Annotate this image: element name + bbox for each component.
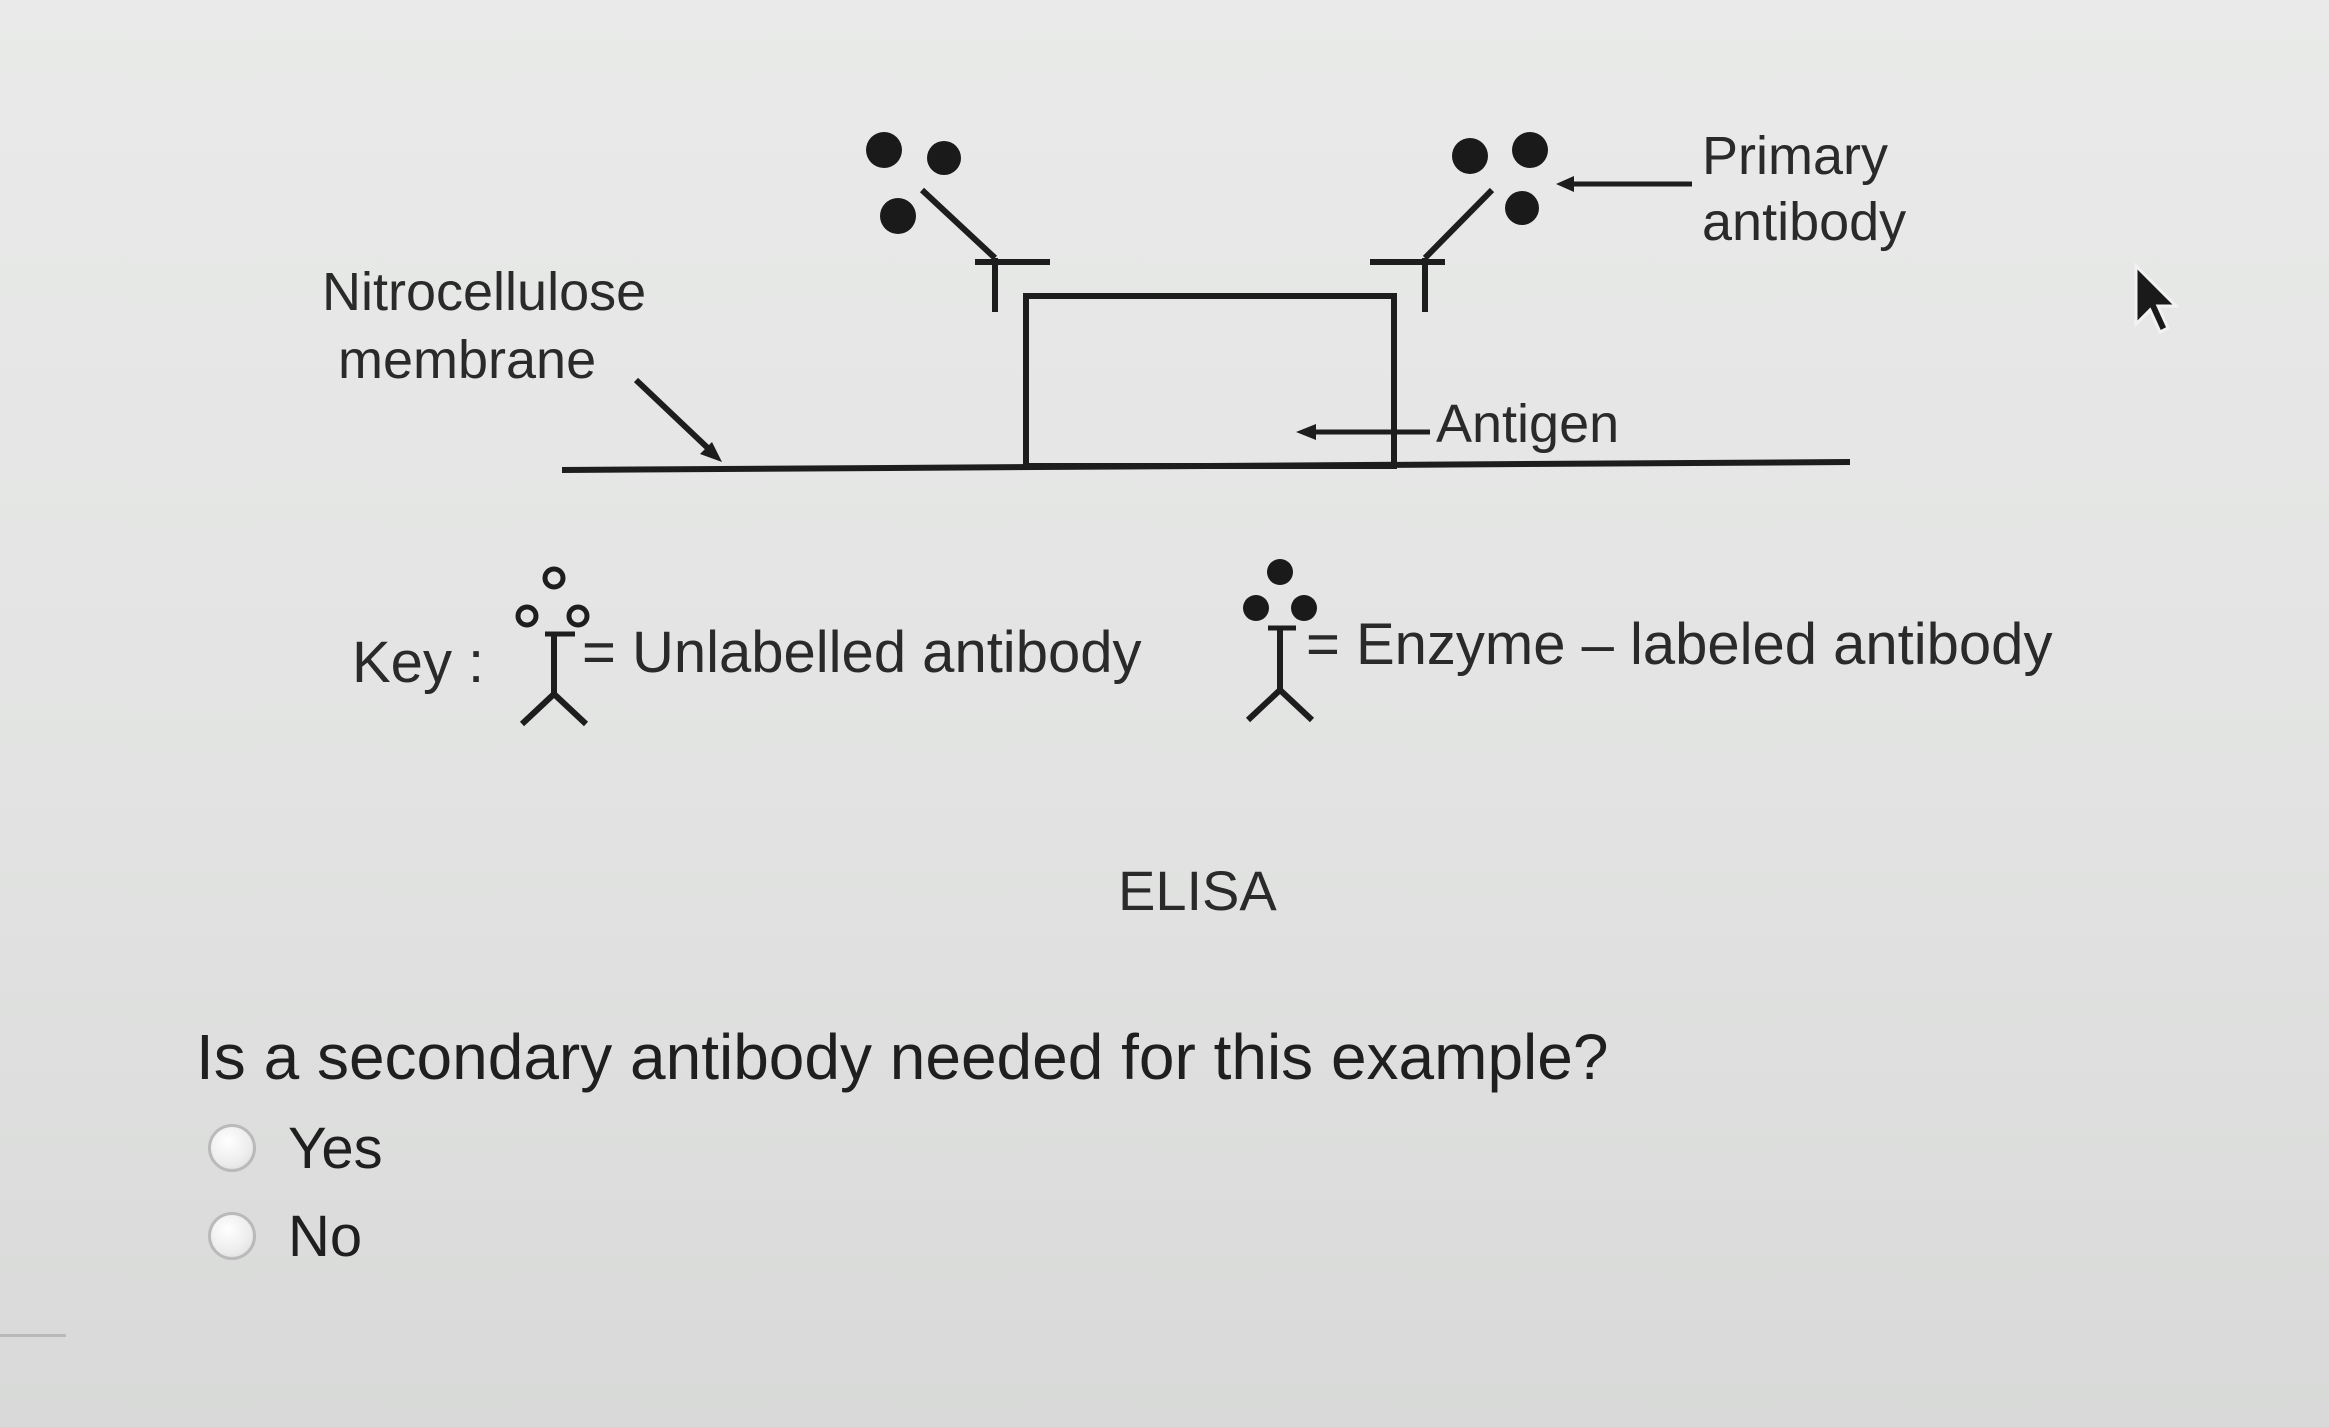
radio-yes[interactable] xyxy=(208,1124,256,1172)
membrane-label-line2: membrane xyxy=(338,330,596,390)
option-yes[interactable]: Yes xyxy=(208,1116,383,1181)
left-enzyme-antibody-icon xyxy=(866,132,1050,312)
key-enzyme-label: = Enzyme – labeled antibody xyxy=(1306,612,2052,677)
primary-label-line1: Primary xyxy=(1702,126,1888,186)
mouse-pointer-icon xyxy=(2134,262,2180,335)
antigen-arrowhead-icon xyxy=(1296,424,1316,440)
right-primary-antibody-icon xyxy=(1370,132,1548,312)
key-label: Key : xyxy=(352,630,484,695)
key-unlabelled-label: = Unlabelled antibody xyxy=(582,620,1141,685)
unlabelled-antibody-icon xyxy=(515,566,590,727)
membrane-pointer-line xyxy=(633,377,715,455)
page-edge-divider xyxy=(0,1334,66,1337)
option-no-label: No xyxy=(288,1203,363,1269)
antigen-block xyxy=(1023,293,1397,469)
membrane-arrowhead-icon xyxy=(700,442,722,462)
radio-no[interactable] xyxy=(208,1212,256,1260)
antigen-label: Antigen xyxy=(1436,394,1619,454)
primary-arrowhead-icon xyxy=(1556,176,1574,192)
option-no[interactable]: No xyxy=(208,1204,383,1269)
enzyme-labeled-antibody-icon xyxy=(1243,559,1317,723)
diagram-title: ELISA xyxy=(1118,859,1277,922)
answer-options: Yes No xyxy=(208,1116,383,1294)
membrane-label-line1: Nitrocellulose xyxy=(322,262,646,322)
primary-label-line2: antibody xyxy=(1702,192,1906,252)
elisa-diagram: Nitrocellulose membrane Primary antibody… xyxy=(322,126,2180,922)
question-text: Is a secondary antibody needed for this … xyxy=(196,1021,1609,1093)
option-yes-label: Yes xyxy=(288,1115,383,1181)
